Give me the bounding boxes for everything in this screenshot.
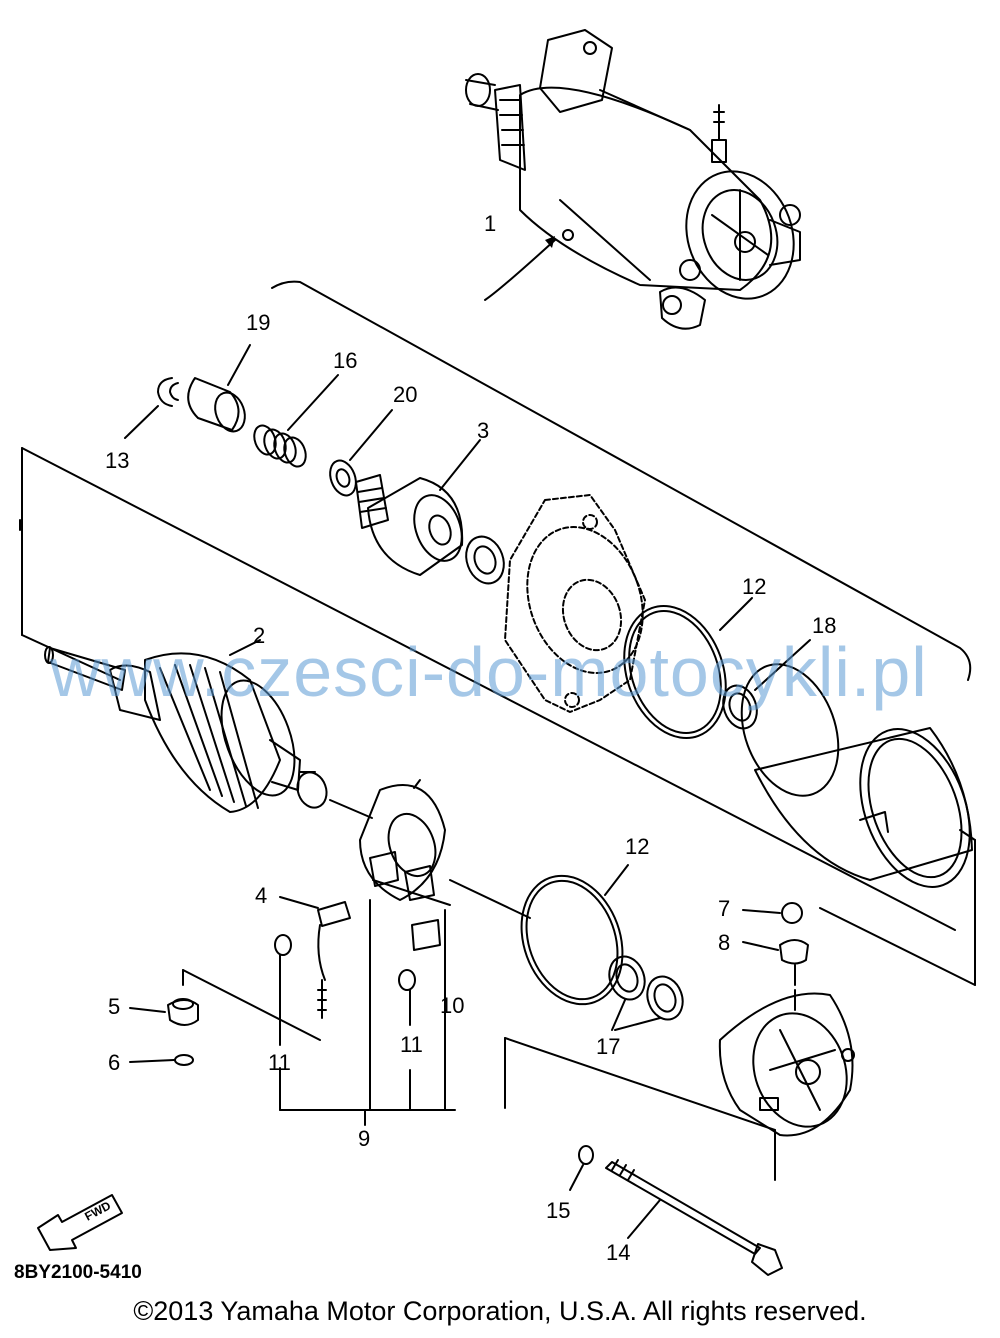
front-cover xyxy=(504,494,646,713)
callout-10: 10 xyxy=(440,993,465,1018)
exploded-frame xyxy=(21,280,976,1181)
callout-11-left: 11 xyxy=(268,1050,291,1075)
callout-19: 19 xyxy=(246,310,271,335)
pinion-clutch-part-3 xyxy=(355,439,481,576)
washers-part-17 xyxy=(608,955,684,1031)
bushing-part-8 xyxy=(742,939,809,986)
callout-16: 16 xyxy=(333,348,358,373)
callout-7: 7 xyxy=(718,896,731,921)
o-ring-part-12-lower xyxy=(520,864,629,1006)
bolt-part-14 xyxy=(605,1159,783,1276)
callout-20: 20 xyxy=(393,382,418,407)
callout-11-right: 11 xyxy=(400,1032,423,1057)
callout-14: 14 xyxy=(606,1240,631,1265)
brush-plate-assembly xyxy=(359,779,451,951)
center-line xyxy=(329,799,373,819)
diagram-part-code: 8BY2100-5410 xyxy=(14,1262,142,1283)
armature-part-2 xyxy=(44,639,328,813)
callout-12-lower: 12 xyxy=(625,834,650,859)
collar-part-19 xyxy=(187,344,251,433)
starter-motor-assembly xyxy=(465,29,801,330)
rear-cover xyxy=(718,989,855,1137)
callout-3: 3 xyxy=(477,418,490,443)
callout-17: 17 xyxy=(596,1034,621,1059)
callout-13: 13 xyxy=(105,448,130,473)
callout-2: 2 xyxy=(253,623,266,648)
callout-8: 8 xyxy=(718,930,731,955)
nut-part-7 xyxy=(742,902,803,924)
callout-5: 5 xyxy=(108,994,121,1019)
washer-ring xyxy=(465,535,505,585)
callout-9: 9 xyxy=(358,1126,371,1151)
callout-1: 1 xyxy=(484,211,497,236)
grommet-part-5 xyxy=(129,998,199,1026)
nut-part-11a xyxy=(274,934,292,956)
watermark-text: www.czesci-do-motocykli.pl xyxy=(50,633,928,711)
circlip-part-13 xyxy=(157,377,173,407)
nut-part-11b xyxy=(398,969,416,991)
spring-part-16 xyxy=(253,374,339,468)
washer-part-15 xyxy=(569,1145,594,1191)
callout-12-upper: 12 xyxy=(742,574,767,599)
callout-4: 4 xyxy=(255,883,268,908)
yoke-housing xyxy=(740,663,973,888)
callout-6: 6 xyxy=(108,1050,121,1075)
washer-part-20 xyxy=(329,409,393,497)
assembly-leader xyxy=(484,239,556,301)
washer-part-6 xyxy=(129,1054,194,1066)
callout-15: 15 xyxy=(546,1198,571,1223)
brush-part-4 xyxy=(279,896,351,1019)
callout-18: 18 xyxy=(812,613,837,638)
o-ring-part-12-upper xyxy=(623,597,753,739)
fwd-arrow-icon xyxy=(37,1194,123,1251)
copyright-notice: ©2013 Yamaha Motor Corporation, U.S.A. A… xyxy=(133,1296,867,1326)
